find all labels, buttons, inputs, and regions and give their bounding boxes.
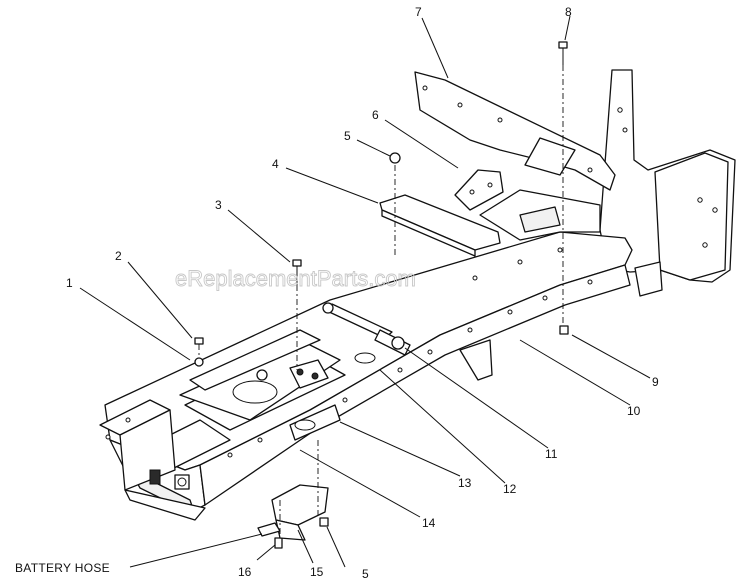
- front-end: [99, 399, 206, 521]
- callout-3: 3: [215, 198, 222, 212]
- callout-14: 14: [422, 516, 436, 530]
- battery-hose-label: BATTERY HOSE: [15, 561, 110, 575]
- callout-1: 1: [66, 276, 73, 290]
- alignment-lines: [198, 65, 564, 538]
- watermark: eReplacementParts.com: [175, 266, 416, 291]
- callout-numbers: 1 2 3 4 5 6 7 8 9 10 11 12 13 14 5 15 16: [66, 5, 659, 581]
- callout-10: 10: [627, 404, 641, 418]
- callout-5-top: 5: [344, 129, 351, 143]
- callout-8: 8: [565, 5, 572, 19]
- battery-tray: [179, 329, 376, 441]
- leader-lines: [79, 15, 651, 568]
- frame-holes: [227, 247, 593, 458]
- callout-9: 9: [652, 375, 659, 389]
- fasteners: [194, 41, 569, 549]
- rear-tower: [599, 69, 736, 297]
- callout-11: 11: [545, 447, 558, 461]
- callout-15: 15: [310, 565, 324, 579]
- callout-7: 7: [415, 5, 422, 19]
- callout-13: 13: [458, 476, 472, 490]
- cross-shaft: [322, 302, 411, 356]
- callout-6: 6: [372, 108, 379, 122]
- callout-5-bottom: 5: [362, 567, 369, 581]
- lower-bracket: [257, 484, 329, 541]
- callout-2: 2: [115, 249, 122, 263]
- part-6-bracket: [454, 169, 504, 211]
- part-7-bracket: [414, 71, 616, 191]
- mid-support: [479, 189, 601, 241]
- callout-16: 16: [238, 565, 252, 579]
- callout-12: 12: [503, 482, 517, 496]
- callout-4: 4: [272, 157, 279, 171]
- part-4-plate: [379, 194, 501, 257]
